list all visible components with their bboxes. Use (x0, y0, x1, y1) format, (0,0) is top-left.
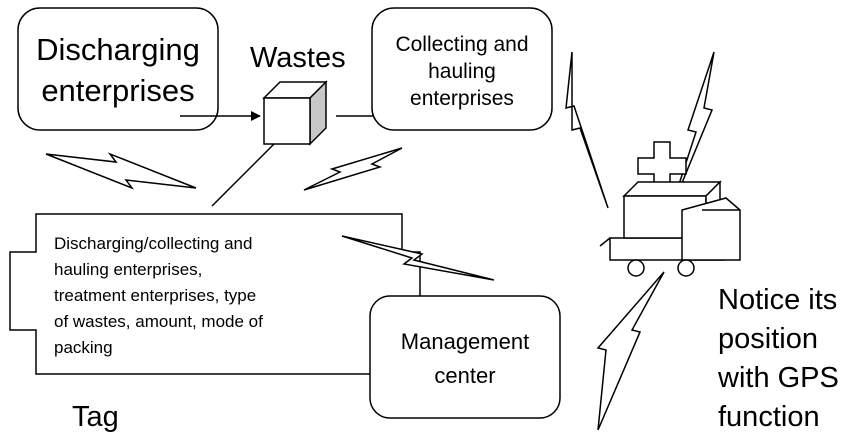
lightning-bolt-icon (596, 271, 665, 431)
tag-info-line2: hauling enterprises, (54, 260, 202, 279)
truck-icon (599, 141, 741, 277)
lightning-bolt-icon (303, 147, 403, 191)
lightning-bolt-icon (45, 152, 197, 190)
gps-note-line3: with GPS (717, 362, 839, 394)
tag-info-node: Discharging/collecting and hauling enter… (9, 213, 421, 375)
lightning-bolt-icon (341, 235, 495, 281)
tag-info-line5: packing (54, 338, 113, 357)
collecting-label-line1: Collecting and (395, 33, 528, 56)
tag-info-line3: treatment enterprises, type (54, 286, 256, 305)
tag-label: Tag (72, 401, 119, 432)
collecting-label-line3: enterprises (410, 87, 514, 110)
gps-note-line2: position (718, 323, 818, 355)
discharging-enterprises-node: Discharging enterprises (17, 7, 219, 131)
collecting-hauling-node: Collecting and hauling enterprises (371, 7, 553, 131)
discharging-label-line2: enterprises (41, 73, 194, 108)
gps-note-line4: function (718, 401, 820, 432)
wastes-label: Wastes (250, 42, 346, 74)
tag-connector-line (211, 143, 275, 207)
collecting-label-line2: hauling (428, 60, 496, 83)
discharging-label-line1: Discharging (36, 32, 200, 67)
lightning-bolt-icon (565, 51, 609, 209)
management-label-line2: center (434, 363, 495, 388)
management-center-node: Management center (369, 295, 561, 419)
management-label-line1: Management (401, 329, 529, 354)
tag-info-line1: Discharging/collecting and (54, 234, 252, 253)
waste-box-icon (262, 80, 328, 146)
gps-note-line1: Notice its (718, 284, 837, 316)
tag-info-line4: of wastes, amount, mode of (54, 312, 263, 331)
